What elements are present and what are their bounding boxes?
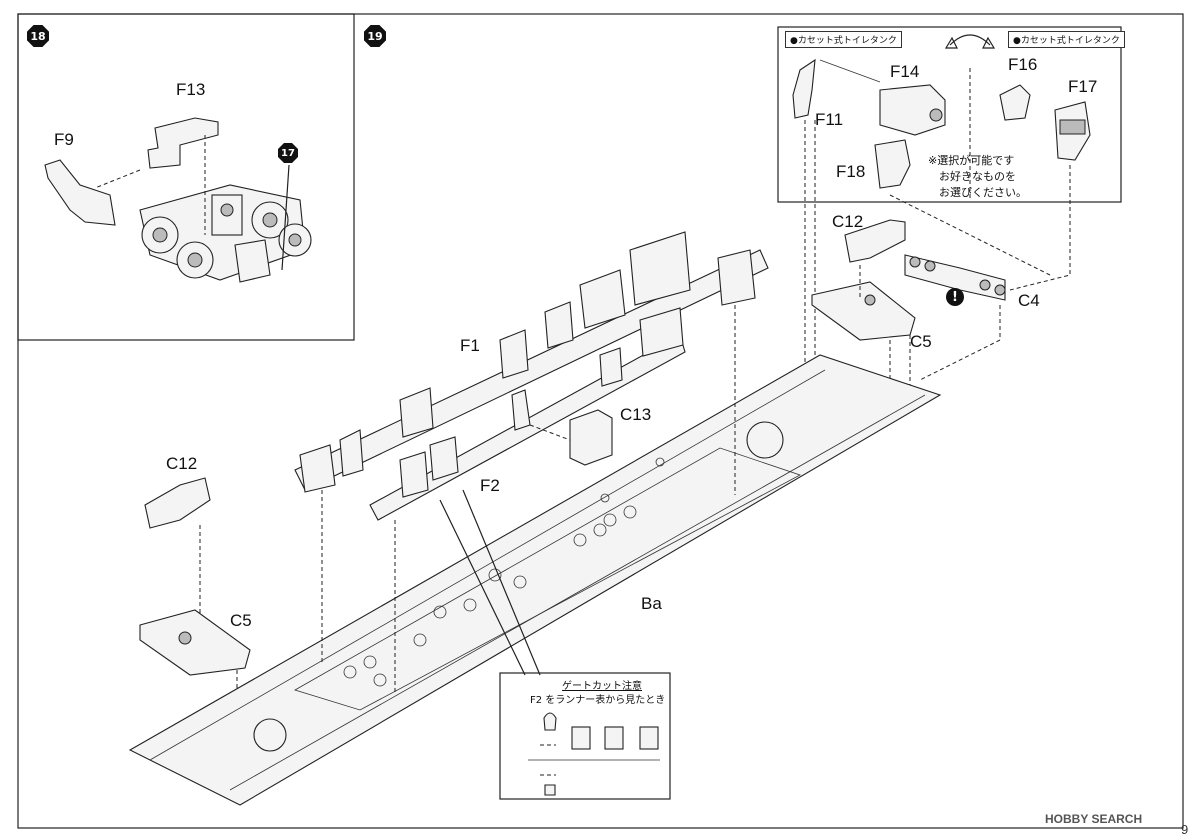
part-c13-shape (511, 389, 613, 466)
part-c12-left-shape (144, 477, 211, 529)
label-f9: F9 (54, 130, 74, 149)
part-f2-shape (369, 307, 686, 521)
label-f17: F17 (1068, 77, 1098, 96)
label-f16: F16 (1008, 55, 1038, 74)
part-f1-shape (294, 231, 769, 493)
part-f9-shape (44, 159, 116, 226)
part-c5-right-shape (811, 281, 916, 341)
note-line-2: お好きなものを (939, 170, 1016, 183)
note-line-3: お選びください。 (939, 186, 1027, 199)
tank-tag-left: ●カセット式トイレタンク (785, 31, 902, 48)
part-c5-left-shape (139, 609, 251, 676)
label-c5-left: C5 (230, 611, 252, 630)
part-f14-shape (879, 84, 946, 136)
step18-frame (17, 13, 355, 341)
gate-cut-subtitle: F2 をランナー表から見たとき (530, 695, 666, 706)
part-f16-shape (999, 84, 1031, 121)
tank-tag-right: ●カセット式トイレタンク (1008, 31, 1125, 48)
label-f1: F1 (460, 336, 480, 355)
selection-note: ※選択が可能です お好きなものを お選びください。 (928, 153, 1027, 201)
label-c5-right: C5 (910, 332, 932, 351)
part-ba-shape (128, 354, 942, 806)
part-c12-top-shape (844, 219, 906, 263)
part-f11-shape (792, 58, 816, 119)
part-f13-shape (147, 117, 219, 169)
label-c12-left: C12 (166, 454, 198, 473)
part-c4-shape (904, 254, 1006, 301)
page-number: 9 (1181, 822, 1189, 837)
step-19-badge: 19 (364, 25, 386, 47)
part-f17-shape (1054, 101, 1091, 161)
label-c13: C13 (620, 405, 652, 424)
gate-cut-detail (528, 712, 660, 796)
gate-cut-frame (499, 672, 671, 800)
step-18-badge: 18 (27, 25, 49, 47)
label-ba: Ba (641, 594, 662, 613)
label-c4: C4 (1018, 291, 1040, 310)
gate-cut-title: ゲートカット注意 (562, 681, 642, 692)
label-f14: F14 (890, 62, 920, 81)
label-f11: F11 (815, 110, 844, 129)
page-border (17, 13, 1184, 829)
toilet-tank-frame (777, 26, 1122, 203)
label-f2: F2 (480, 476, 500, 495)
caution-mark: ! (946, 288, 964, 306)
part-f18-shape (874, 139, 911, 189)
label-f13: F13 (176, 80, 206, 99)
watermark: HOBBY SEARCH (1045, 812, 1143, 826)
label-f18: F18 (836, 162, 866, 181)
bogie-assembly (139, 184, 312, 283)
label-c12-top: C12 (832, 212, 864, 231)
note-line-1: ※選択が可能です (928, 154, 1015, 167)
step-17-reference-badge: 17 (278, 143, 298, 163)
